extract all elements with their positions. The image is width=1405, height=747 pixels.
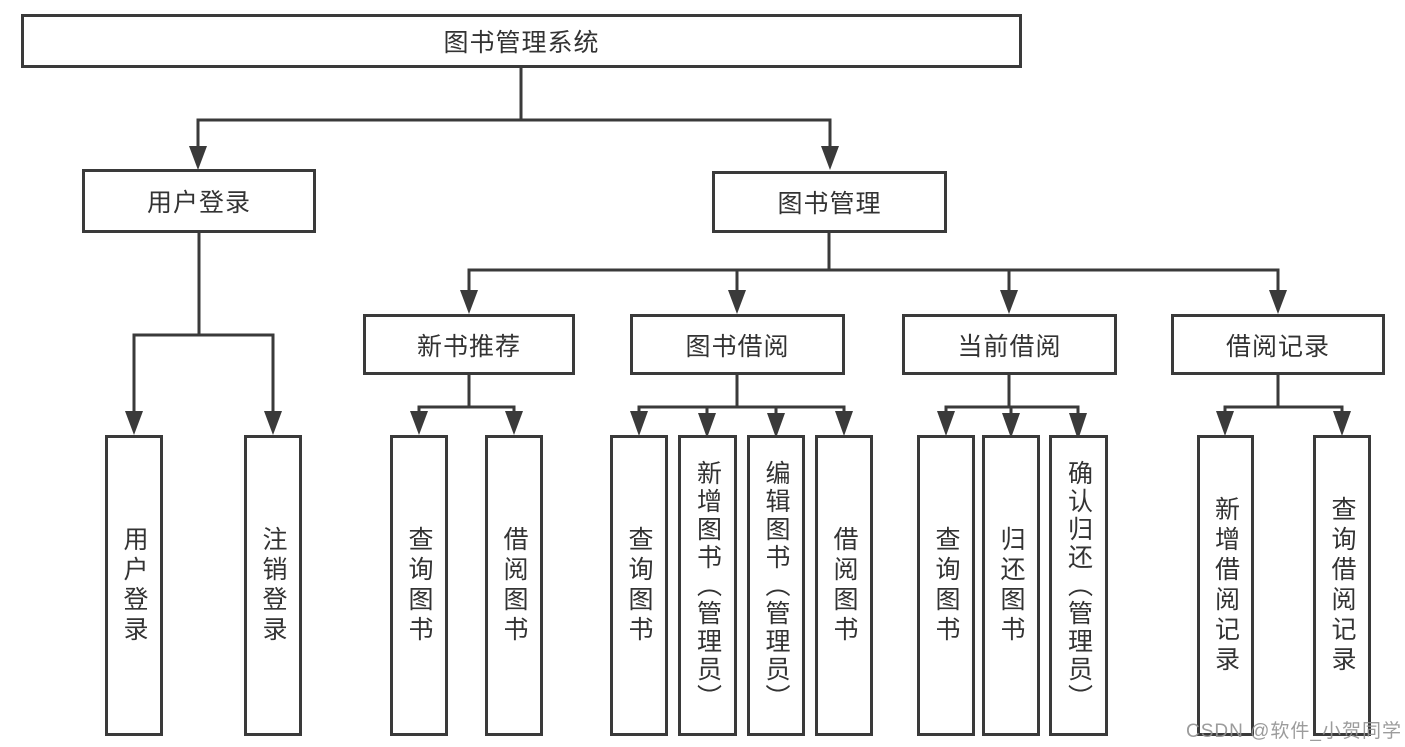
node-return-books: 归还图书	[982, 435, 1040, 736]
node-add-borrow-record: 新增借阅记录	[1197, 435, 1254, 736]
node-borrow-books-leaf: 借阅图书	[815, 435, 873, 736]
node-query-borrow-record: 查询借阅记录	[1313, 435, 1371, 736]
node-add-book-admin: 新增图书（管理员）	[678, 435, 737, 736]
book-borrow-branch-connectors	[630, 375, 853, 438]
book-management-branch-connectors	[460, 233, 1287, 314]
node-user-login-module: 用户登录	[82, 169, 316, 233]
node-borrowing-records: 借阅记录	[1171, 314, 1385, 375]
node-current-borrowing: 当前借阅	[902, 314, 1117, 375]
node-query-books-current: 查询图书	[917, 435, 975, 736]
node-query-books-borrow: 查询图书	[610, 435, 668, 736]
csdn-watermark: CSDN @软件_小贺同学	[1186, 721, 1402, 742]
root-connectors	[189, 68, 839, 170]
node-query-books-recommend: 查询图书	[390, 435, 448, 736]
node-new-book-recommend: 新书推荐	[363, 314, 575, 375]
node-library-management-system: 图书管理系统	[21, 14, 1022, 68]
node-book-borrowing: 图书借阅	[630, 314, 845, 375]
new-book-branch-connectors	[410, 375, 523, 435]
user-login-branch-connectors	[125, 233, 282, 435]
node-book-management-module: 图书管理	[712, 171, 947, 233]
node-user-login-leaf: 用户登录	[105, 435, 163, 736]
node-edit-book-admin: 编辑图书（管理员）	[747, 435, 805, 736]
node-confirm-return-admin: 确认归还（管理员）	[1049, 435, 1108, 736]
current-borrow-branch-connectors	[937, 375, 1087, 440]
borrow-record-branch-connectors	[1216, 375, 1351, 436]
node-logout-leaf: 注销登录	[244, 435, 302, 736]
node-borrow-books-recommend: 借阅图书	[485, 435, 543, 736]
